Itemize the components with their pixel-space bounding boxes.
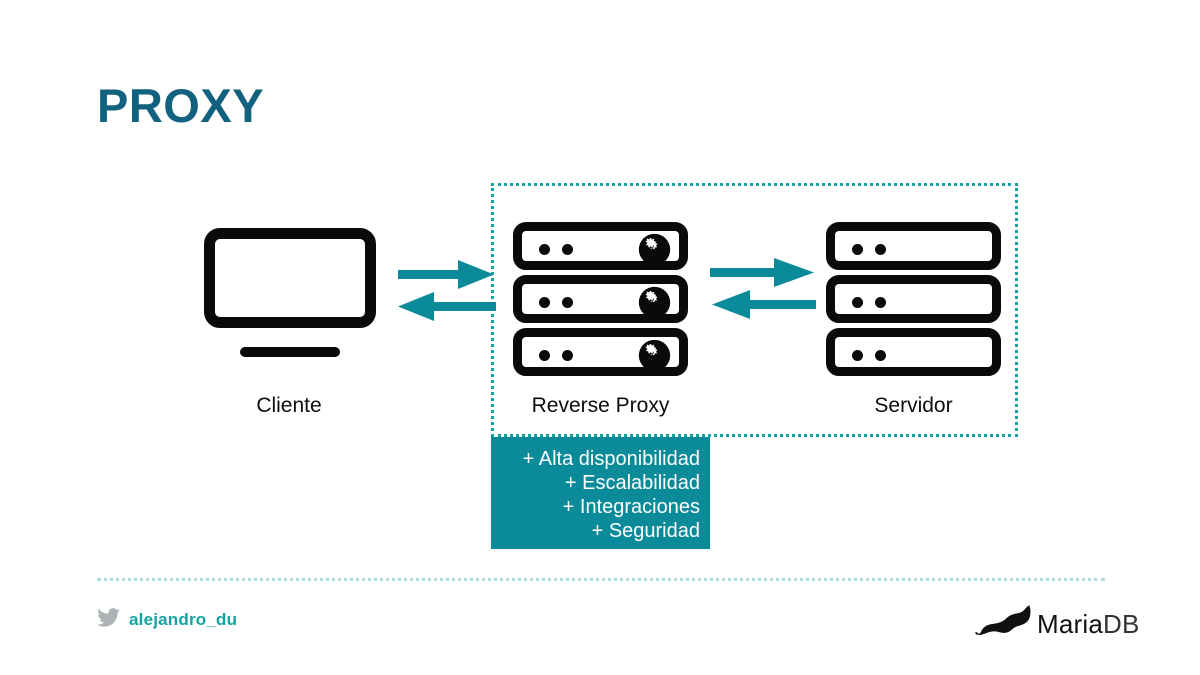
rack-led-icon — [875, 244, 886, 255]
connector-client-proxy — [398, 258, 498, 330]
benefit-item: + Integraciones — [562, 496, 700, 518]
rack-led-icon — [852, 297, 863, 308]
benefit-item: + Alta disponibilidad — [522, 448, 700, 470]
rack-led-icon — [539, 244, 550, 255]
server-rack-tier — [513, 328, 688, 376]
footer-divider — [97, 578, 1105, 581]
twitter-handle[interactable]: alejandro_du — [97, 608, 237, 632]
mariadb-name-primary: Maria — [1037, 608, 1104, 639]
gears-icon — [638, 286, 671, 319]
benefit-item: + Escalabilidad — [564, 472, 700, 494]
monitor-stand-icon — [240, 347, 340, 357]
node-label-client: Cliente — [256, 394, 322, 417]
arrow-left-icon — [712, 290, 816, 319]
mariadb-seal-icon — [975, 604, 1033, 643]
mariadb-logo: MariaDB — [975, 604, 1140, 643]
benefits-box: + Alta disponibilidad + Escalabilidad + … — [491, 437, 710, 549]
benefit-item: + Seguridad — [591, 520, 700, 542]
gears-icon — [638, 233, 671, 266]
twitter-bird-icon — [97, 608, 120, 632]
node-label-server: Servidor — [874, 394, 953, 417]
rack-led-icon — [852, 350, 863, 361]
gears-icon — [638, 339, 671, 372]
arrow-left-icon — [398, 292, 496, 321]
server-rack-tier — [826, 222, 1001, 270]
monitor-icon — [204, 228, 376, 328]
rack-led-icon — [562, 244, 573, 255]
arrow-right-icon — [710, 258, 814, 287]
server-rack-tier — [513, 222, 688, 270]
server-rack-tier — [826, 275, 1001, 323]
page-title: PROXY — [97, 79, 265, 132]
rack-led-icon — [562, 297, 573, 308]
rack-led-icon — [852, 244, 863, 255]
rack-led-icon — [539, 297, 550, 308]
rack-led-icon — [562, 350, 573, 361]
server-rack-tier — [513, 275, 688, 323]
node-label-reverse-proxy: Reverse Proxy — [531, 394, 670, 417]
arrow-right-icon — [398, 260, 494, 289]
diagram-node-reverse-proxy — [513, 222, 688, 376]
twitter-handle-text: alejandro_du — [129, 610, 238, 629]
rack-led-icon — [875, 297, 886, 308]
rack-led-icon — [875, 350, 886, 361]
server-rack-tier — [826, 328, 1001, 376]
connector-proxy-server — [710, 253, 818, 329]
rack-led-icon — [539, 350, 550, 361]
diagram-node-server — [826, 222, 1001, 376]
diagram-node-client — [198, 228, 380, 376]
mariadb-name-secondary: DB — [1103, 608, 1140, 639]
mariadb-wordmark: MariaDB — [1037, 611, 1140, 637]
